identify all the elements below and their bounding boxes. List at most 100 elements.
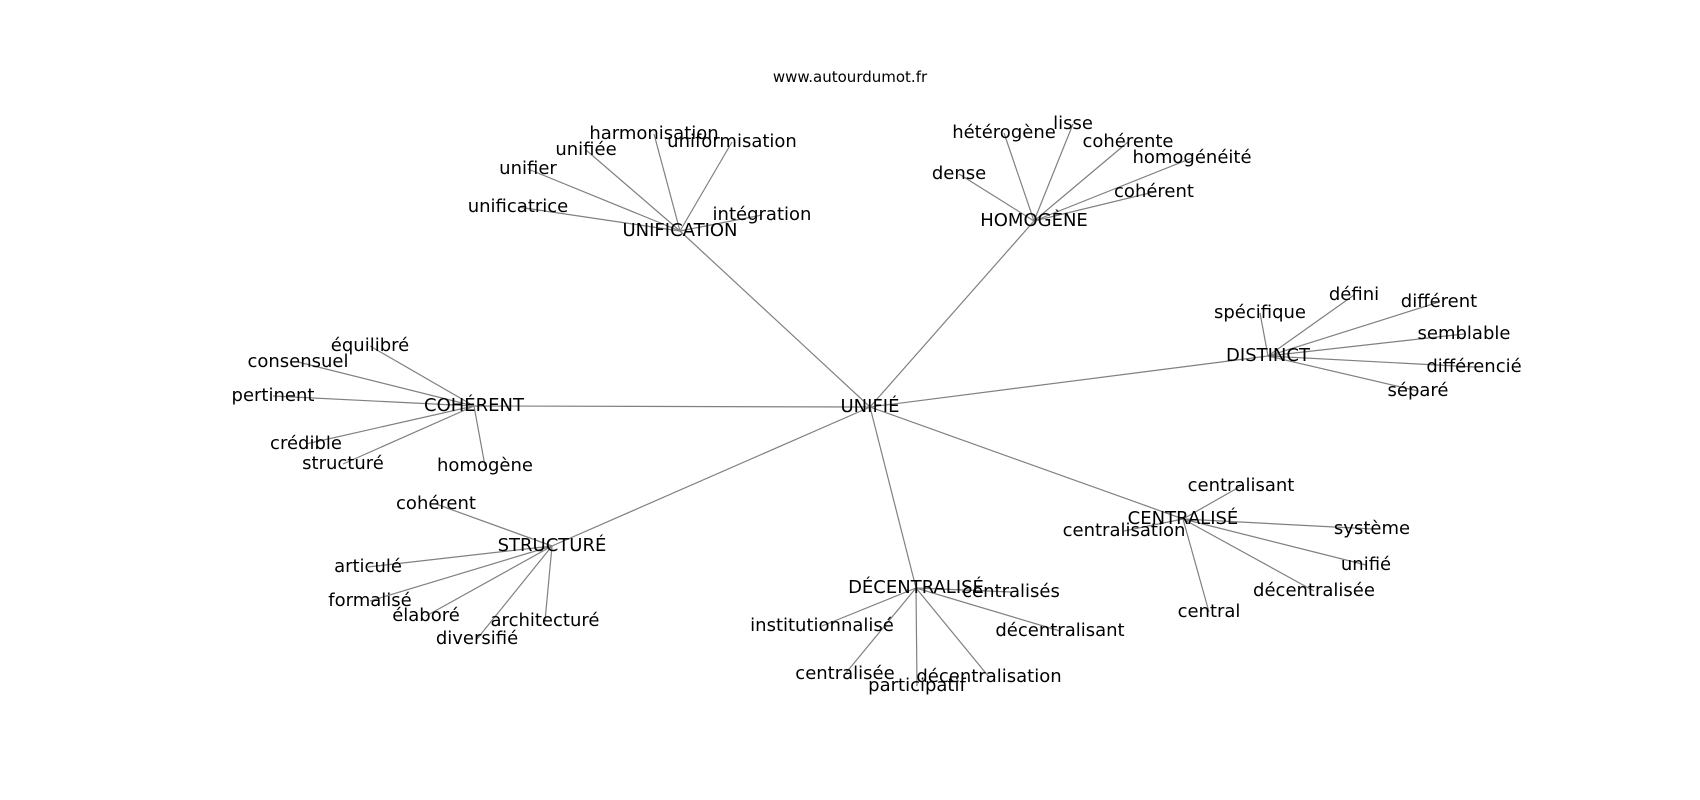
edge-centralise-leaf (1182, 485, 1242, 520)
leaf-word[interactable]: séparé (1388, 380, 1449, 401)
leaf-word[interactable]: uniformisation (667, 131, 797, 152)
edge-center-homogene (869, 220, 1035, 408)
leaf-word[interactable]: diversifié (436, 628, 518, 649)
edge-coherent-leaf (369, 345, 475, 407)
edge-centralise-leaf (1182, 518, 1367, 566)
leaf-word[interactable]: équilibré (331, 335, 409, 356)
leaf-word[interactable]: articulé (334, 556, 402, 577)
leaf-word[interactable]: participatif (868, 675, 966, 696)
edge-structure-leaf (367, 545, 553, 568)
leaf-word[interactable]: lisse (1053, 113, 1093, 134)
leaf-word[interactable]: harmonisation (589, 123, 718, 144)
edge-decentralise-leaf (821, 587, 917, 627)
edge-distinct-leaf (1259, 312, 1269, 357)
leaf-word[interactable]: décentralisée (1253, 580, 1375, 601)
leaf-word[interactable]: élaboré (392, 605, 460, 626)
leaf-word[interactable]: unifié (1341, 554, 1391, 575)
leaf-word[interactable]: institutionnalisé (750, 615, 894, 636)
leaf-word[interactable]: spécifique (1214, 302, 1306, 323)
edge-homogene-leaf (1003, 132, 1035, 222)
edge-homogene-leaf (958, 173, 1035, 222)
leaf-word[interactable]: différent (1401, 291, 1477, 312)
edge-distinct-leaf (1267, 301, 1440, 357)
edge-unification-leaf (527, 168, 681, 232)
edge-center-distinct (869, 355, 1269, 408)
edge-homogene-leaf (1033, 141, 1129, 222)
leaf-word[interactable]: semblable (1418, 323, 1511, 344)
leaf-word[interactable]: décentralisant (995, 620, 1124, 641)
edge-distinct-leaf (1267, 355, 1475, 368)
edge-unification-leaf (653, 133, 681, 232)
leaf-word[interactable]: consensuel (247, 351, 348, 372)
leaf-word[interactable]: cohérent (1114, 181, 1194, 202)
hub-node-coherent[interactable]: COHÉRENT (424, 394, 525, 416)
edge-center-unification (679, 230, 871, 408)
leaf-word[interactable]: unifier (499, 158, 557, 179)
leaf-word[interactable]: défini (1329, 284, 1379, 305)
leaf-word[interactable]: structuré (302, 453, 384, 474)
edge-homogene-leaf (1033, 157, 1193, 222)
leaf-word[interactable]: décentralisation (916, 666, 1061, 687)
leaf-word[interactable]: intégration (713, 204, 812, 225)
leaf-word[interactable]: pertinent (232, 385, 315, 406)
site-watermark: www.autourdumot.fr (773, 68, 928, 86)
leaf-word[interactable]: homogénéité (1132, 147, 1251, 168)
hub-node-centralise[interactable]: CENTRALISÉ (1128, 507, 1239, 529)
edge-center-coherent (473, 405, 871, 408)
edge-coherent-leaf (297, 361, 475, 407)
edge-unification-leaf (679, 214, 763, 232)
edge-structure-leaf (476, 545, 553, 640)
leaf-word[interactable]: différencié (1426, 356, 1521, 377)
leaf-word[interactable]: cohérent (396, 493, 476, 514)
hub-node-distinct[interactable]: DISTINCT (1226, 345, 1311, 366)
edge-structure-leaf (425, 545, 553, 617)
edge-structure-leaf (435, 503, 553, 547)
edge-distinct-leaf (1267, 294, 1355, 357)
leaf-word[interactable]: centralisée (795, 663, 894, 684)
leaf-word[interactable]: homogène (437, 455, 533, 476)
edge-unification-leaf (585, 149, 681, 232)
edge-centralise-leaf (1123, 518, 1184, 532)
edge-coherent-leaf (342, 405, 475, 465)
edge-homogene-leaf (1033, 123, 1074, 222)
edge-distinct-leaf (1267, 333, 1465, 357)
leaf-word[interactable]: centralisant (1188, 475, 1295, 496)
edge-homogene-leaf (1033, 191, 1155, 222)
edge-decentralise-leaf (915, 587, 1012, 593)
leaf-word[interactable]: unifiée (555, 139, 616, 160)
leaf-word[interactable]: dense (932, 163, 986, 184)
hub-node-structure[interactable]: STRUCTURÉ (498, 534, 607, 556)
edge-center-structure (551, 406, 871, 547)
leaf-word[interactable]: unificatrice (468, 196, 569, 217)
leaf-word[interactable]: centralisés (962, 581, 1060, 602)
edge-decentralise-leaf (915, 587, 990, 678)
leaf-word[interactable]: crédible (270, 433, 342, 454)
leaf-word[interactable]: hétérogène (952, 122, 1056, 143)
edge-centralise-leaf (1182, 518, 1210, 613)
edge-distinct-leaf (1267, 355, 1419, 392)
edge-center-centralise (869, 406, 1184, 520)
edge-coherent-leaf (305, 405, 475, 445)
leaf-word[interactable]: centralisation (1063, 520, 1186, 541)
leaf-word[interactable]: formalisé (328, 590, 411, 611)
edge-centralise-leaf (1182, 518, 1315, 592)
leaf-word[interactable]: cohérente (1082, 131, 1173, 152)
hub-node-unification[interactable]: UNIFICATION (622, 220, 737, 241)
edge-centralise-leaf (1182, 518, 1373, 530)
edge-center-decentralise (869, 406, 917, 589)
edge-decentralise-leaf (915, 587, 918, 687)
leaf-word[interactable]: central (1178, 601, 1241, 622)
edge-structure-leaf (369, 545, 553, 602)
edge-unification-leaf (517, 206, 681, 232)
leaf-word[interactable]: système (1334, 518, 1410, 539)
leaf-word[interactable]: architecturé (491, 610, 600, 631)
edge-coherent-leaf (272, 395, 475, 407)
hub-node-decentralise[interactable]: DÉCENTRALISÉ (848, 576, 984, 598)
center-node[interactable]: UNIFIÉ (841, 395, 900, 417)
edge-unification-leaf (679, 141, 733, 232)
hub-node-homogene[interactable]: HOMOGÈNE (980, 209, 1088, 231)
edge-structure-leaf (544, 545, 553, 622)
edge-coherent-leaf (473, 405, 486, 467)
